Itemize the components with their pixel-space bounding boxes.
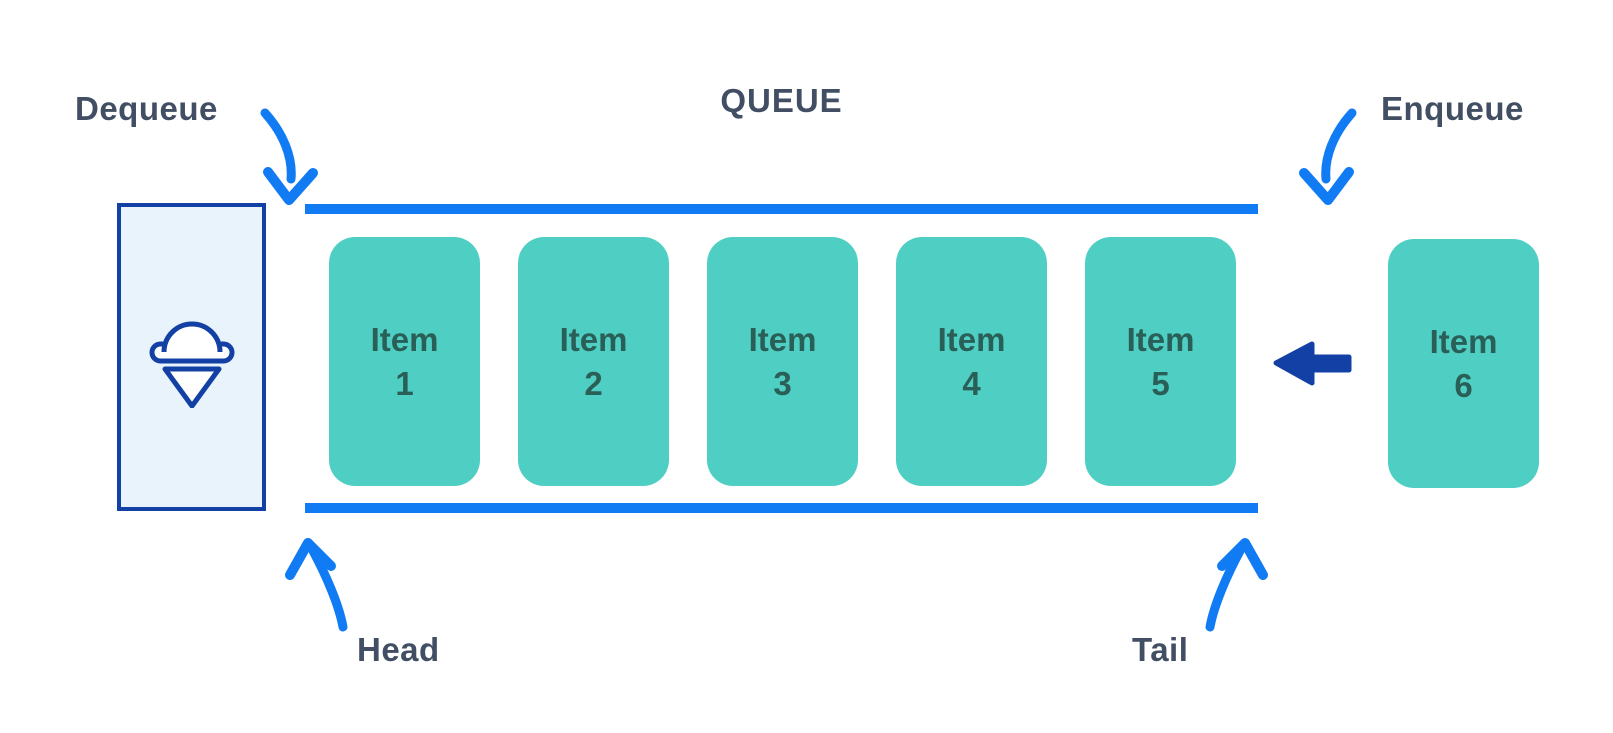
item-number: 5 [1151,364,1170,402]
enqueue-direction-left-arrow-icon [1273,341,1352,386]
queue-item-4: Item 4 [896,237,1047,486]
queue-bottom-rail [305,503,1258,513]
dequeue-curved-arrow-icon [260,108,318,205]
item-label: Item [370,320,439,358]
tail-label: Tail [1132,631,1189,668]
page-title: QUEUE [720,82,843,119]
item-label: Item [937,320,1006,358]
item-number: 4 [962,364,981,402]
head-curved-arrow-icon [285,538,348,632]
incoming-item-6: Item 6 [1388,239,1539,488]
dequeue-exit-slot [117,203,266,511]
dequeue-label: Dequeue [75,90,218,127]
queue-item-5: Item 5 [1085,237,1236,486]
item-label: Item [559,320,628,358]
item-label: Item [748,320,817,358]
tail-curved-arrow-icon [1205,538,1268,632]
item-number: 3 [773,364,792,402]
enqueue-label: Enqueue [1381,90,1524,127]
item-number: 1 [395,364,414,402]
item-number: 2 [584,364,603,402]
head-label: Head [357,631,440,668]
queue-item-1: Item 1 [329,237,480,486]
queue-top-rail [305,204,1258,214]
ice-cream-cone-icon [149,321,234,408]
queue-item-2: Item 2 [518,237,669,486]
item-number: 6 [1454,366,1473,404]
item-label: Item [1429,322,1498,360]
item-label: Item [1126,320,1195,358]
enqueue-curved-arrow-icon [1299,108,1357,205]
queue-item-3: Item 3 [707,237,858,486]
